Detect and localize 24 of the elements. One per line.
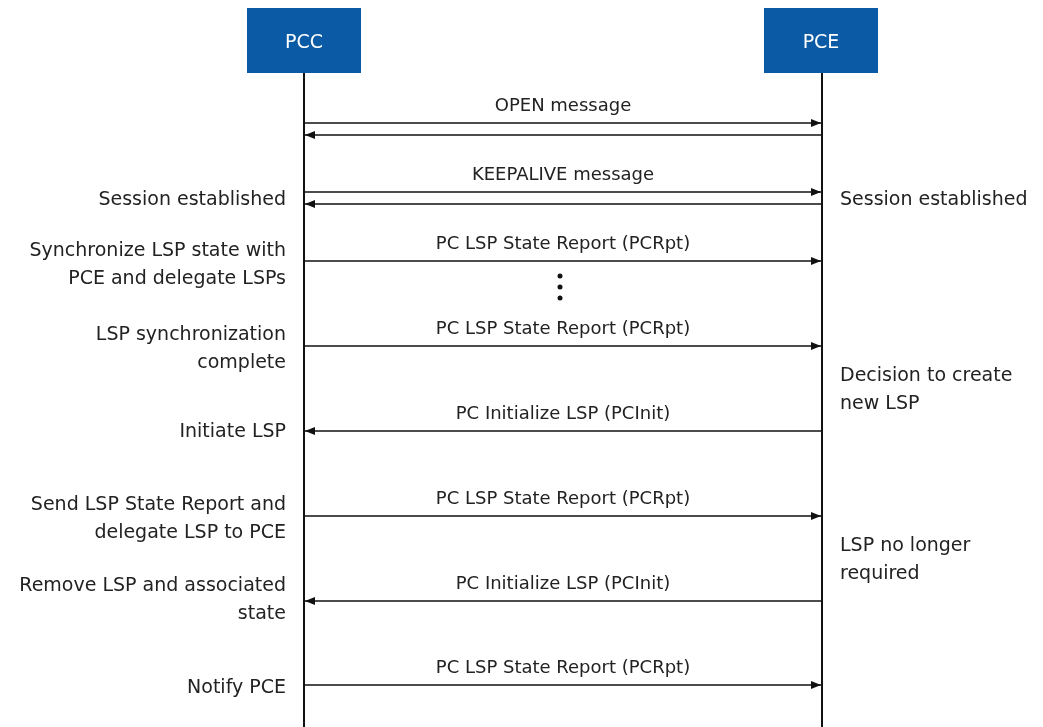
- step-note: Send LSP State Report and delegate LSP to PCE: [29, 491, 286, 544]
- message-arrow: [304, 597, 822, 605]
- message-arrow: [304, 257, 822, 265]
- message-arrow: [304, 512, 822, 520]
- message-arrow: [304, 427, 822, 435]
- step-note: LSP synchronization complete: [94, 321, 286, 374]
- message-arrow: [304, 342, 822, 350]
- step-note: Decision to create new LSP: [840, 362, 1014, 415]
- step-note: Remove LSP and associated state: [18, 572, 286, 625]
- message-arrow: [304, 681, 822, 689]
- message-arrow: [304, 119, 822, 127]
- message-arrow: [304, 131, 822, 139]
- step-note: Session established: [840, 186, 1029, 211]
- step-note: Notify PCE: [186, 674, 286, 699]
- message-arrow: [304, 188, 822, 196]
- step-note: Synchronize LSP state with PCE and delegate LSPs: [28, 237, 286, 290]
- participant-box: PCE: [764, 8, 878, 73]
- lifeline: [821, 73, 823, 727]
- message-arrow: [304, 200, 822, 208]
- participant-box: PCC: [247, 8, 361, 73]
- step-note: Initiate LSP: [178, 418, 286, 443]
- lifeline: [303, 73, 305, 727]
- step-note: LSP no longer required: [840, 532, 972, 585]
- step-note: Session established: [97, 186, 286, 211]
